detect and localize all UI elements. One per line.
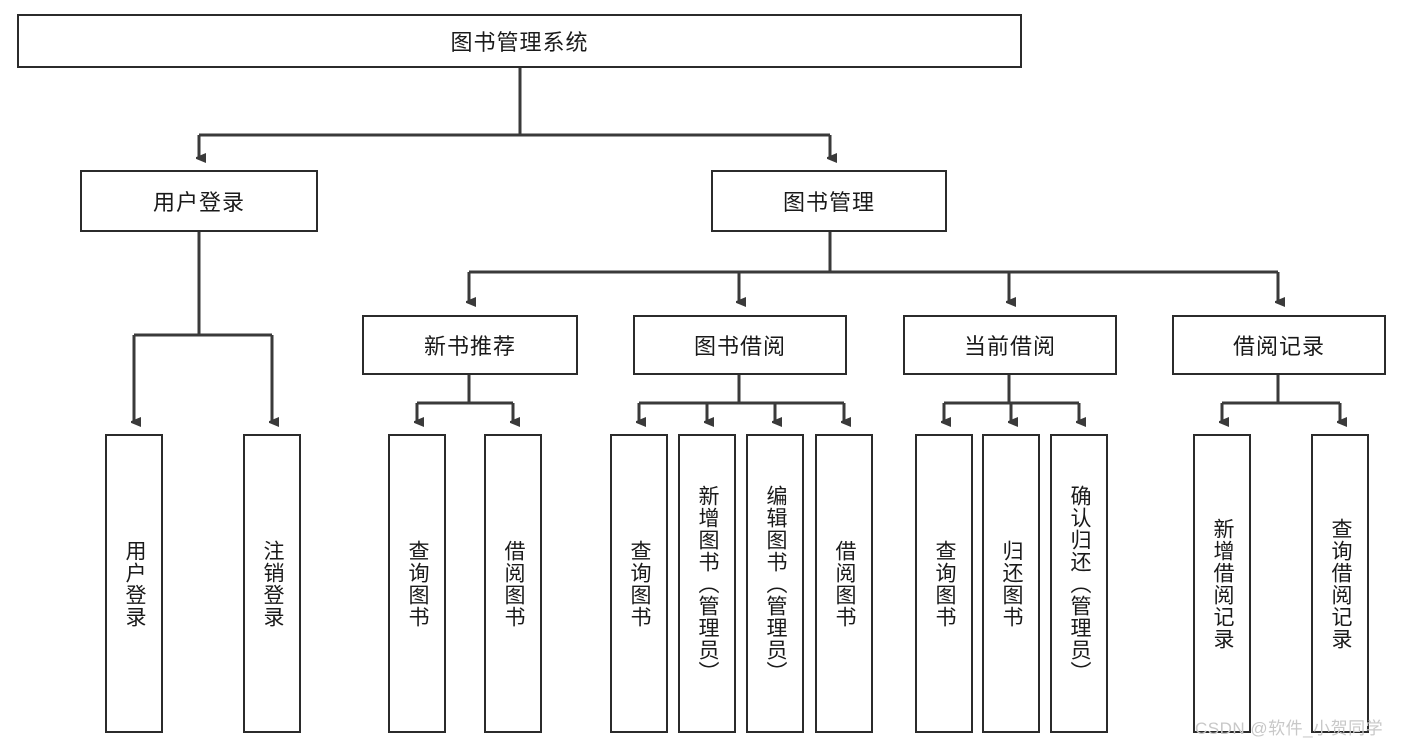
node-label: 查询图书 (933, 539, 957, 628)
node-label: 注销登录 (261, 539, 285, 628)
leaf-borrow-book-2[interactable]: 借阅图书 (815, 434, 873, 733)
leaf-return-book[interactable]: 归还图书 (982, 434, 1040, 733)
node-label: 借阅图书 (502, 539, 526, 628)
node-book-management[interactable]: 图书管理 (711, 170, 947, 232)
node-label: 编辑图书（管理员） (764, 484, 788, 683)
node-label: 借阅图书 (833, 539, 857, 628)
node-label: 查询借阅记录 (1329, 517, 1353, 650)
node-label: 新增借阅记录 (1211, 517, 1235, 650)
node-current-borrow[interactable]: 当前借阅 (903, 315, 1117, 375)
node-label: 用户登录 (152, 190, 245, 215)
leaf-confirm-return[interactable]: 确认归还（管理员） (1050, 434, 1108, 733)
node-label: 新书推荐 (423, 334, 516, 359)
leaf-add-book[interactable]: 新增图书（管理员） (678, 434, 736, 733)
leaf-logout-login[interactable]: 注销登录 (243, 434, 301, 733)
node-label: 借阅记录 (1232, 334, 1325, 359)
leaf-edit-book[interactable]: 编辑图书（管理员） (746, 434, 804, 733)
leaf-borrow-book-1[interactable]: 借阅图书 (484, 434, 542, 733)
node-label: 确认归还（管理员） (1068, 484, 1092, 683)
node-new-book-recommend[interactable]: 新书推荐 (362, 315, 578, 375)
node-user-login[interactable]: 用户登录 (80, 170, 318, 232)
node-label: 图书管理 (782, 190, 875, 215)
node-label: 查询图书 (406, 539, 430, 628)
node-label: 查询图书 (628, 539, 652, 628)
node-label: 图书借阅 (693, 334, 786, 359)
node-book-borrow[interactable]: 图书借阅 (633, 315, 847, 375)
leaf-add-record[interactable]: 新增借阅记录 (1193, 434, 1251, 733)
leaf-query-book-2[interactable]: 查询图书 (610, 434, 668, 733)
node-label: 用户登录 (123, 539, 147, 628)
node-borrow-record[interactable]: 借阅记录 (1172, 315, 1386, 375)
leaf-query-book-1[interactable]: 查询图书 (388, 434, 446, 733)
node-label: 新增图书（管理员） (696, 484, 720, 683)
node-root-book-management-system[interactable]: 图书管理系统 (17, 14, 1022, 68)
leaf-query-record[interactable]: 查询借阅记录 (1311, 434, 1369, 733)
csdn-watermark: CSDN @软件_小贺同学 (1195, 719, 1384, 738)
node-label: 当前借阅 (963, 334, 1056, 359)
leaf-user-login[interactable]: 用户登录 (105, 434, 163, 733)
node-label: 图书管理系统 (450, 30, 589, 55)
node-label: 归还图书 (1000, 539, 1024, 628)
leaf-query-book-3[interactable]: 查询图书 (915, 434, 973, 733)
